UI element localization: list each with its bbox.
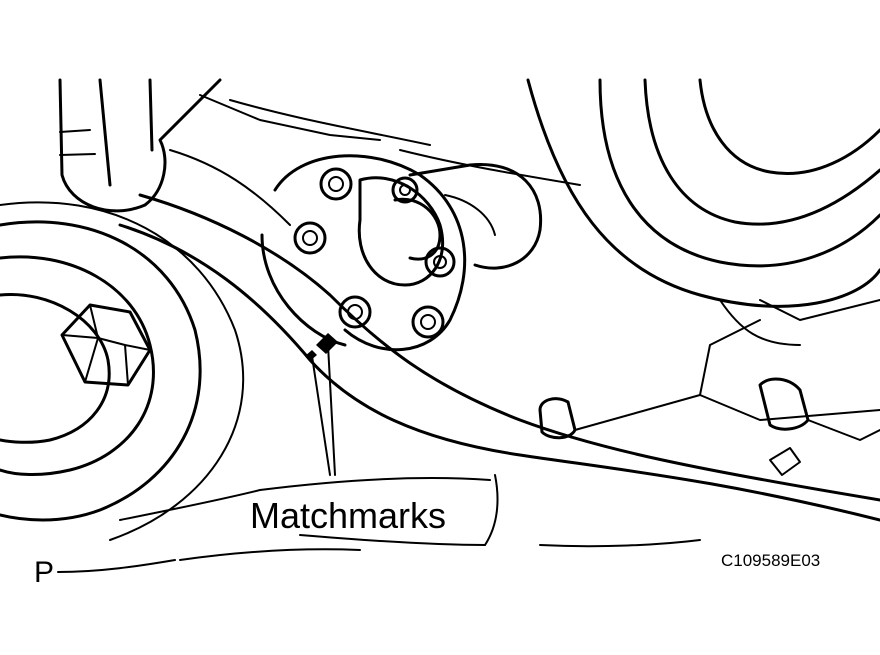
flange-bolt: [424, 246, 456, 278]
matchmark: [316, 333, 338, 354]
matchmark: [305, 350, 317, 361]
hex-bolt: [60, 303, 152, 387]
view-label: P: [34, 556, 54, 589]
lower-contours: [119, 474, 701, 561]
tire: [526, 78, 880, 308]
callout-leader: [311, 344, 336, 476]
matchmarks-label: Matchmarks: [250, 495, 446, 536]
flange-bolt: [338, 295, 372, 329]
mount-bracket: [538, 299, 880, 476]
view-leader: [57, 559, 176, 573]
flange-bolt: [391, 176, 419, 204]
flange-bolt: [319, 167, 353, 201]
suspension-arm: [58, 78, 222, 213]
frame-contours: [118, 94, 880, 522]
flange-bolt: [411, 305, 445, 339]
flange-bolt: [293, 221, 327, 255]
figure-code: C109589E03: [721, 551, 820, 570]
pulley: [0, 201, 245, 541]
